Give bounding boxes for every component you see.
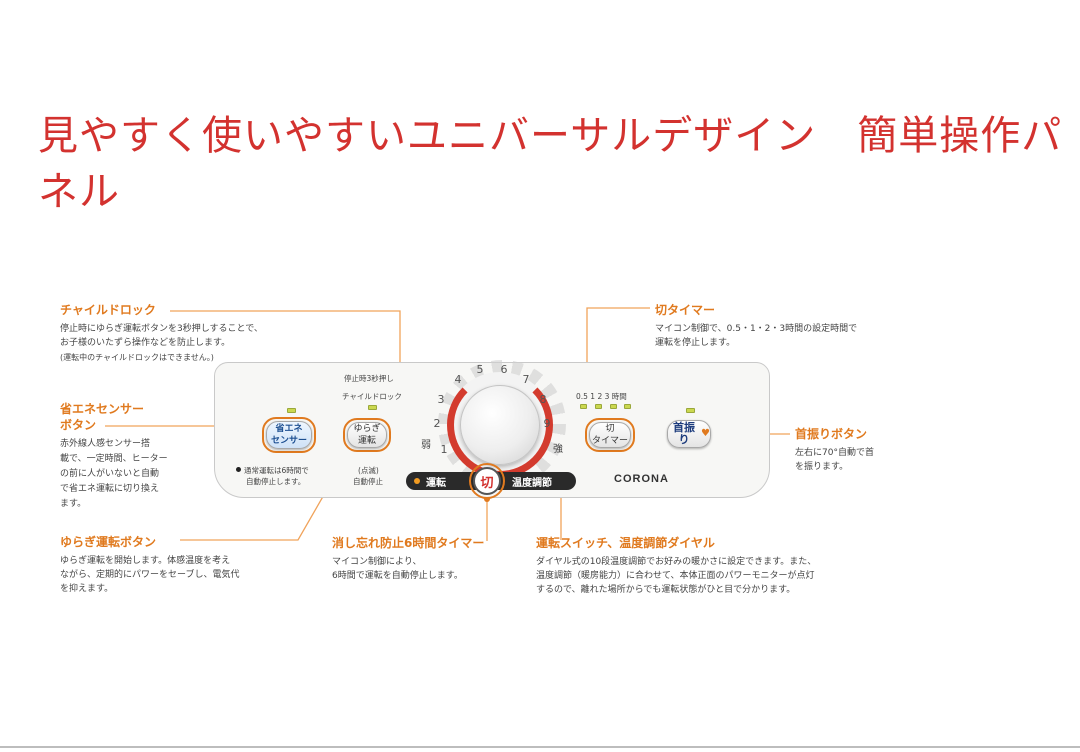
headline: 見やすく使いやすいユニバーサルデザイン 簡単操作パネル (38, 113, 1063, 215)
annotation-eco-sensor: 省エネセンサー ボタン 赤外線人感センサー搭 載で、一定時間、ヒーター の前に人… (60, 401, 168, 512)
yuragi-line: を抑えます。 (60, 584, 114, 594)
eco-sensor-line: で省エネ運転に切り換え (60, 484, 160, 494)
yuragi-button-label: ゆらぎ (353, 424, 381, 434)
switch-dial-line: するので、離れた場所からでも運転状態がひと目で分かります。 (536, 585, 796, 595)
swing-led (686, 408, 695, 413)
auto-stop-note: 通常運転は6時間で (236, 466, 309, 476)
dial-number: 3 (437, 393, 445, 406)
annotation-off-timer: 切タイマー マイコン制御で、0.5・1・2・3時間の設定時間で 運転を停止します… (655, 302, 857, 350)
weak-label: 弱 (421, 440, 431, 451)
auto-off-title: 消し忘れ防止6時間タイマー (332, 536, 485, 550)
eco-button-label-2: センサー (270, 436, 307, 446)
timer-led-3 (624, 404, 631, 409)
eco-button-label: 省エネ (275, 424, 303, 434)
off-timer-button[interactable]: 切 タイマー (589, 422, 631, 448)
eco-button-highlight (262, 417, 316, 453)
child-lock-led (368, 405, 377, 410)
run-label: 運転 (426, 478, 446, 489)
eco-sensor-line: の前に人がいないと自動 (60, 469, 160, 479)
timer-hours-label: 0.5 1 2 3 時間 (576, 392, 627, 401)
off-timer-line: 運転を停止します。 (655, 338, 736, 348)
yuragi-line: ゆらぎ運転を開始します。体感温度を考え (60, 556, 231, 566)
off-button-highlight (469, 463, 505, 499)
bullet-icon (236, 467, 241, 472)
off-button[interactable]: 切 (473, 467, 501, 495)
run-indicator-icon (414, 478, 420, 484)
dial-number: 4 (454, 373, 462, 386)
timer-led-05 (580, 404, 587, 409)
switch-dial-title: 運転スイッチ、温度調節ダイヤル (536, 536, 715, 550)
yuragi-line: ながら、定期的にパワーをセーブし、電気代 (60, 570, 240, 580)
swing-title: 首振りボタン (795, 427, 868, 441)
off-timer-line: マイコン制御で、0.5・1・2・3時間の設定時間で (655, 324, 858, 334)
child-lock-hint: 停止時3秒押し (344, 374, 394, 383)
child-lock-line: 停止時にゆらぎ運転ボタンを3秒押しすることで、 (60, 324, 263, 334)
child-lock-title: チャイルドロック (60, 303, 156, 317)
auto-off-line: 6時間で運転を自動停止します。 (332, 571, 463, 581)
eco-sensor-button[interactable]: 省エネ センサー (266, 421, 312, 449)
child-lock-note: (運転中のチャイルドロックはできません。) (60, 353, 214, 362)
swing-button[interactable]: 首振り ♥ (667, 420, 711, 448)
auto-stop-note-2: 自動停止します。 (246, 477, 306, 486)
switch-dial-line: ダイヤル式の10段温度調節でお好みの暖かさに設定できます。また、 (536, 557, 817, 567)
auto-off-line: マイコン制御により、 (332, 557, 422, 567)
eco-sensor-title: 省エネセンサー (60, 402, 145, 416)
off-timer-highlight (585, 418, 635, 452)
eco-sensor-title-2: ボタン (60, 418, 97, 432)
brand-logo: CORONA (614, 473, 669, 485)
temp-adjust-label: 温度調節 (512, 478, 552, 489)
child-lock-line: お子様のいたずら操作などを防止します。 (60, 338, 231, 348)
dial-number: 1 (440, 443, 448, 456)
eco-sensor-line: 赤外線人感センサー搭 (60, 439, 151, 449)
yuragi-button-highlight (343, 418, 391, 452)
yuragi-title: ゆらぎ運転ボタン (60, 535, 157, 549)
dial-number: 9 (543, 417, 551, 430)
yuragi-button-label-2: 運転 (357, 436, 376, 446)
swing-button-label: 首振り (673, 421, 696, 446)
yuragi-button[interactable]: ゆらぎ 運転 (347, 422, 387, 448)
switch-dial-line: 温度調節（暖房能力）に合わせて、本体正面のパワーモニターが点灯 (536, 571, 815, 581)
off-timer-button-label-2: タイマー (591, 436, 628, 446)
eco-sensor-line: ます。 (60, 499, 87, 509)
dial-number: 8 (539, 393, 547, 406)
temperature-dial[interactable] (460, 385, 540, 465)
swing-line: 左右に70°自動で首 (795, 448, 874, 458)
dial-number: 2 (433, 417, 441, 430)
heart-icon: ♥ (701, 428, 710, 439)
eco-led (287, 408, 296, 413)
timer-led-2 (610, 404, 617, 409)
off-timer-title: 切タイマー (655, 303, 716, 317)
annotation-yuragi: ゆらぎ運転ボタン ゆらぎ運転を開始します。体感温度を考え ながら、定期的にパワー… (60, 534, 239, 596)
blink-label: (点滅) (358, 466, 379, 475)
bottom-divider (0, 746, 1080, 748)
annotation-switch-dial: 運転スイッチ、温度調節ダイヤル ダイヤル式の10段温度調節でお好みの暖かさに設定… (536, 535, 816, 597)
dial-number: 5 (476, 363, 484, 376)
auto-stop-label: 自動停止 (353, 477, 383, 486)
annotation-swing: 首振りボタン 左右に70°自動で首 を振ります。 (795, 426, 874, 474)
annotation-child-lock: チャイルドロック 停止時にゆらぎ運転ボタンを3秒押しすることで、 お子様のいたず… (60, 302, 263, 364)
swing-line: を振ります。 (795, 462, 849, 472)
timer-led-1 (595, 404, 602, 409)
dial-number: 6 (500, 363, 508, 376)
child-lock-panel-label: チャイルドロック (342, 392, 402, 401)
off-timer-button-label: 切 (605, 424, 615, 434)
annotation-auto-off-timer: 消し忘れ防止6時間タイマー マイコン制御により、 6時間で運転を自動停止します。 (332, 535, 484, 583)
eco-sensor-line: 載で、一定時間、ヒーター (60, 454, 168, 464)
strong-label: 強 (553, 444, 563, 455)
dial-number: 7 (522, 373, 530, 386)
